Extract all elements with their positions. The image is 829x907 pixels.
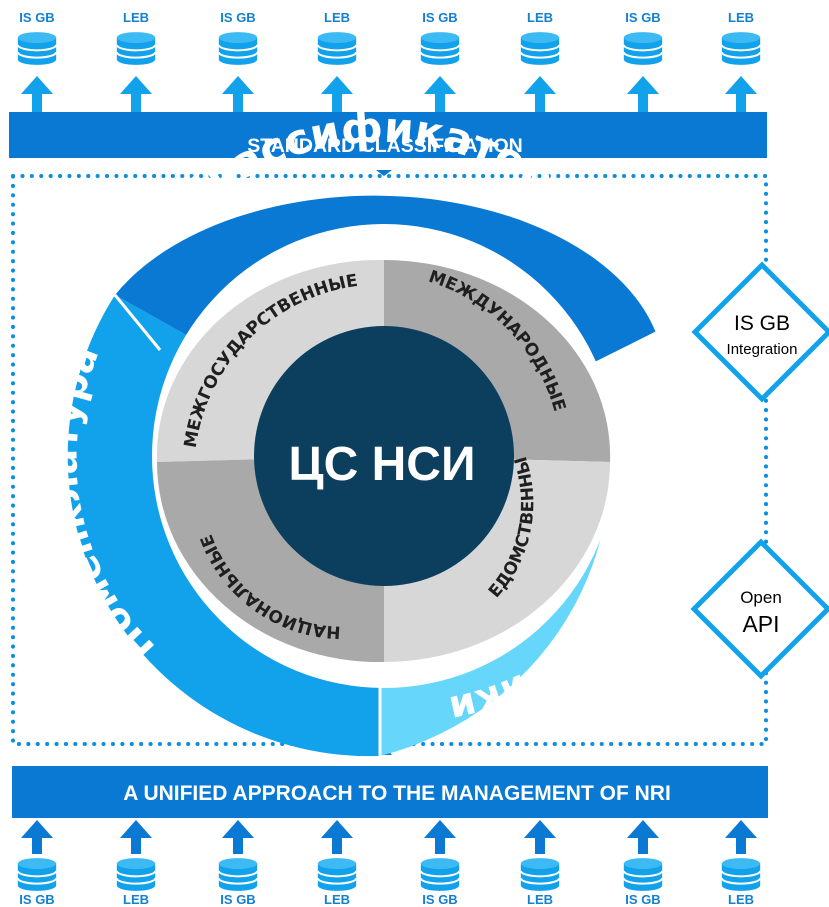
arrow-up-icon: [21, 820, 53, 854]
arrow-up-icon: [222, 76, 254, 112]
top-source-node: LEB: [316, 10, 358, 112]
top-source-node: IS GB: [622, 10, 664, 112]
integration-diamond-line1: IS GB: [734, 312, 790, 335]
api-diamond-line1: Open: [740, 588, 782, 607]
bottom-source-label: LEB: [527, 892, 553, 907]
center-label: ЦС НСИ: [289, 438, 476, 491]
api-diamond: Open API: [690, 538, 829, 680]
bottom-source-label: IS GB: [422, 892, 457, 907]
bottom-source-node: IS GB: [217, 820, 259, 907]
bottom-source-node: IS GB: [16, 820, 58, 907]
top-source-label: LEB: [324, 10, 350, 25]
database-icon: [316, 857, 358, 892]
top-source-label: LEB: [527, 10, 553, 25]
top-source-label: IS GB: [220, 10, 255, 25]
arrow-up-icon: [424, 820, 456, 854]
database-icon: [622, 857, 664, 892]
bottom-source-label: IS GB: [19, 892, 54, 907]
bottom-source-node: LEB: [519, 820, 561, 907]
arrow-up-icon: [524, 76, 556, 112]
top-source-node: IS GB: [16, 10, 58, 112]
database-icon: [316, 31, 358, 66]
bottom-source-node: LEB: [720, 820, 762, 907]
arrow-up-icon: [627, 820, 659, 854]
bottom-sources: IS GB LEB IS GB LEB IS GB LEB IS GB LEB: [16, 820, 762, 907]
standard-classification-bar: STANDARD CLASSIFICATION: [9, 112, 767, 158]
dotted-frame: [11, 174, 768, 746]
database-icon: [217, 857, 259, 892]
arrow-up-icon: [321, 820, 353, 854]
top-source-label: IS GB: [422, 10, 457, 25]
database-icon: [217, 31, 259, 66]
database-icon: [419, 31, 461, 66]
arrow-up-icon: [725, 76, 757, 112]
database-icon: [419, 857, 461, 892]
database-icon: [519, 31, 561, 66]
database-icon: [115, 857, 157, 892]
unified-approach-bar: A UNIFIED APPROACH TO THE MANAGEMENT OF …: [12, 766, 768, 818]
arrow-up-icon: [627, 76, 659, 112]
top-source-label: LEB: [728, 10, 754, 25]
center-hub: ЦС НСИ: [254, 326, 514, 586]
arrow-up-icon: [21, 76, 53, 112]
top-sources: IS GB LEB IS GB LEB IS GB LEB IS GB LEB: [16, 10, 762, 112]
top-connector-arrow: [376, 170, 392, 176]
top-source-node: IS GB: [419, 10, 461, 112]
api-diamond-line2: API: [742, 611, 779, 637]
arrow-up-icon: [321, 76, 353, 112]
database-icon: [16, 31, 58, 66]
database-icon: [720, 857, 762, 892]
bottom-source-node: IS GB: [622, 820, 664, 907]
top-source-node: IS GB: [217, 10, 259, 112]
unified-approach-label: A UNIFIED APPROACH TO THE MANAGEMENT OF …: [123, 782, 671, 805]
bottom-source-label: IS GB: [220, 892, 255, 907]
database-icon: [622, 31, 664, 66]
database-icon: [16, 857, 58, 892]
arrow-up-icon: [725, 820, 757, 854]
arrow-up-icon: [120, 76, 152, 112]
bottom-source-label: LEB: [324, 892, 350, 907]
top-source-node: LEB: [519, 10, 561, 112]
bottom-source-node: IS GB: [419, 820, 461, 907]
database-icon: [720, 31, 762, 66]
arrow-up-icon: [222, 820, 254, 854]
database-icon: [115, 31, 157, 66]
arrow-up-icon: [120, 820, 152, 854]
top-source-label: IS GB: [19, 10, 54, 25]
top-source-label: LEB: [123, 10, 149, 25]
bottom-source-label: LEB: [123, 892, 149, 907]
standard-classification-label: STANDARD CLASSIFICATION: [247, 135, 523, 157]
integration-diamond: IS GB Integration: [691, 261, 829, 403]
top-source-node: LEB: [115, 10, 157, 112]
integration-diamond-line2: Integration: [727, 341, 798, 358]
arrow-up-icon: [524, 820, 556, 854]
bottom-source-label: IS GB: [625, 892, 660, 907]
top-source-node: LEB: [720, 10, 762, 112]
bottom-source-node: LEB: [115, 820, 157, 907]
database-icon: [519, 857, 561, 892]
bottom-source-node: LEB: [316, 820, 358, 907]
arrow-up-icon: [424, 76, 456, 112]
bottom-source-label: LEB: [728, 892, 754, 907]
top-source-label: IS GB: [625, 10, 660, 25]
